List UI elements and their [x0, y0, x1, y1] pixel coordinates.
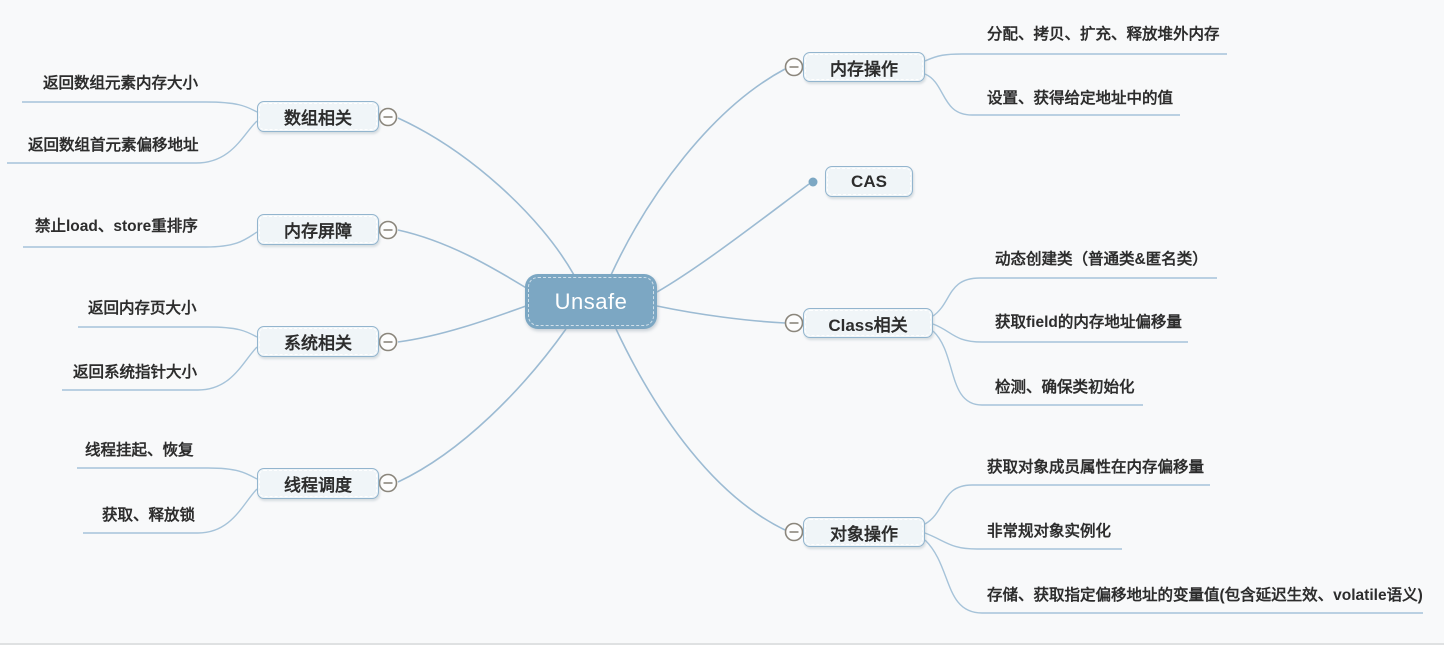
subtopic-pointer-size[interactable]: 返回系统指针大小: [73, 364, 198, 381]
subtopic-field-offset[interactable]: 获取field的内存地址偏移量: [995, 314, 1182, 331]
subtopic-acquire-release-lock[interactable]: 获取、释放锁: [102, 507, 196, 524]
leaf-line: [23, 231, 258, 248]
branch-line-system: [397, 305, 527, 343]
leaf-line: [924, 484, 1210, 525]
leaf-line: [924, 73, 1180, 116]
topic-system-related[interactable]: 系统相关: [257, 326, 379, 357]
subtopic-store-get-variable[interactable]: 存储、获取指定偏移地址的变量值(包含延迟生效、volatile语义): [987, 587, 1423, 604]
leaf-line: [924, 539, 1423, 614]
subtopic-get-set-address-value[interactable]: 设置、获得给定地址中的值: [987, 90, 1174, 107]
subtopic-array-base-offset[interactable]: 返回数组首元素偏移地址: [28, 137, 199, 154]
leaf-line: [62, 346, 258, 391]
collapse-icon[interactable]: [378, 332, 398, 352]
subtopic-forbid-reorder[interactable]: 禁止load、store重排序: [35, 218, 198, 235]
cas-terminal-dot-icon: [808, 177, 818, 187]
collapse-icon[interactable]: [784, 522, 804, 542]
topic-cas[interactable]: CAS: [825, 166, 913, 197]
leaf-line: [78, 326, 258, 338]
topic-memory-operations[interactable]: 内存操作: [803, 52, 925, 82]
leaf-line: [924, 53, 1227, 62]
collapse-icon[interactable]: [378, 473, 398, 493]
collapse-icon[interactable]: [378, 107, 398, 127]
branch-line-class: [656, 305, 786, 324]
topic-memory-barrier[interactable]: 内存屏障: [257, 214, 379, 245]
topic-class-related[interactable]: Class相关: [803, 308, 933, 338]
subtopic-unconventional-instantiation[interactable]: 非常规对象实例化: [987, 523, 1112, 540]
leaf-line: [7, 120, 258, 164]
subtopic-ensure-class-init[interactable]: 检测、确保类初始化: [995, 379, 1135, 396]
collapse-icon[interactable]: [784, 313, 804, 333]
leaf-line: [77, 467, 258, 480]
subtopic-thread-park-resume[interactable]: 线程挂起、恢复: [85, 442, 194, 459]
subtopic-page-size[interactable]: 返回内存页大小: [88, 300, 197, 317]
branch-line-thread: [397, 328, 567, 483]
leaf-line: [924, 532, 1122, 550]
leaf-line: [932, 323, 1188, 343]
topic-array-related[interactable]: 数组相关: [257, 101, 379, 132]
collapse-icon[interactable]: [378, 220, 398, 240]
leaf-line: [22, 101, 258, 113]
branch-line-array: [397, 117, 575, 276]
leaf-line: [83, 488, 258, 534]
leaf-line: [932, 330, 1143, 406]
topic-thread-scheduling[interactable]: 线程调度: [257, 468, 379, 499]
subtopic-array-element-size[interactable]: 返回数组元素内存大小: [43, 75, 199, 92]
collapse-icons: [378, 57, 804, 542]
subtopic-member-offset[interactable]: 获取对象成员属性在内存偏移量: [987, 459, 1205, 476]
leaf-line: [932, 277, 1217, 317]
branch-line-object-ops: [615, 328, 786, 531]
subtopic-offheap-memory[interactable]: 分配、拷贝、扩充、释放堆外内存: [987, 26, 1220, 43]
root-topic-unsafe[interactable]: Unsafe: [525, 274, 657, 329]
branch-line-memory-barrier: [397, 229, 529, 290]
topic-object-operations[interactable]: 对象操作: [803, 517, 925, 547]
subtopic-dynamic-create-class[interactable]: 动态创建类（普通类&匿名类）: [995, 251, 1208, 268]
branch-line-cas: [656, 183, 810, 293]
branch-line-memory-ops: [610, 68, 786, 276]
collapse-icon[interactable]: [784, 57, 804, 77]
